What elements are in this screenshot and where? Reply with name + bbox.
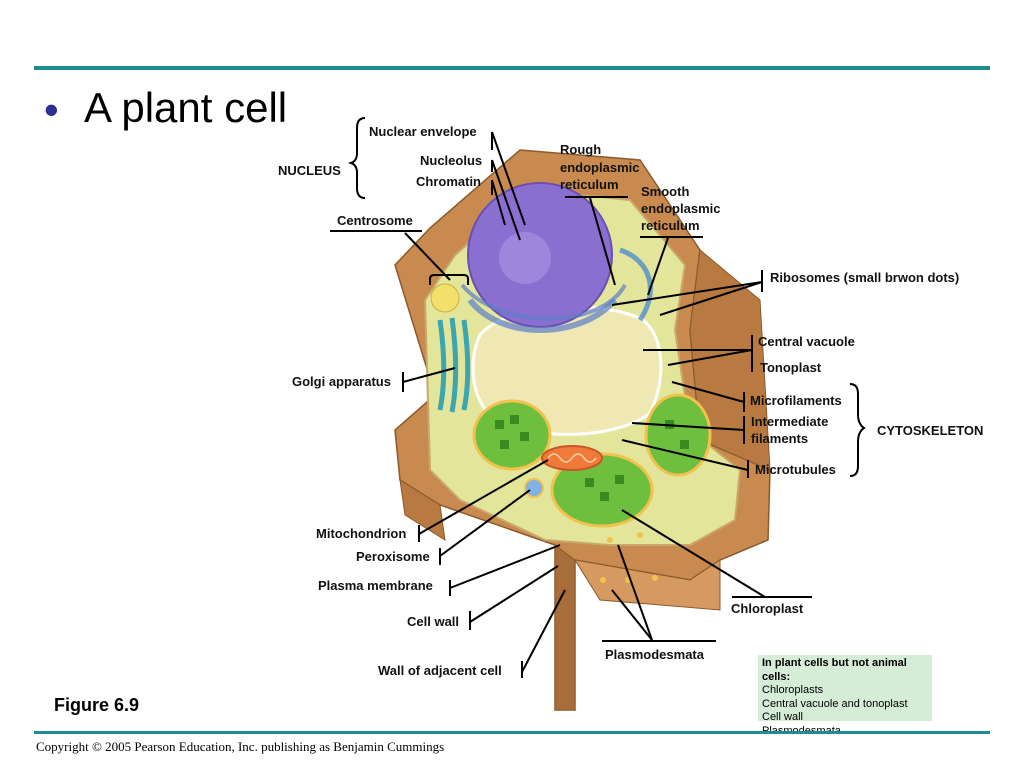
- plant-only-note: In plant cells but not animal cells: Chl…: [758, 655, 932, 737]
- peroxisome-shape: [524, 478, 544, 498]
- chloroplast-shape-left: [472, 399, 552, 471]
- note-item: Central vacuole and tonoplast: [762, 697, 908, 710]
- label-cytoskeleton: CYTOSKELETON: [877, 423, 983, 438]
- label-cell-wall: Cell wall: [407, 614, 459, 629]
- top-rule: [34, 66, 990, 70]
- note-title: In plant cells but not animal cells:: [762, 657, 907, 683]
- slide-title: A plant cell: [84, 84, 288, 131]
- label-central-vacuole: Central vacuole: [758, 334, 855, 349]
- label-rough-er-line1: Rough: [560, 142, 601, 157]
- label-chromatin: Chromatin: [416, 174, 481, 189]
- label-intermediate-line1: Intermediate: [751, 414, 828, 429]
- leader-lines: [330, 117, 866, 678]
- label-nucleolus: Nucleolus: [420, 153, 482, 168]
- note-item: Chloroplasts: [762, 684, 824, 696]
- label-centrosome: Centrosome: [337, 213, 413, 228]
- label-nucleus: NUCLEUS: [278, 163, 341, 178]
- label-tonoplast: Tonoplast: [760, 360, 822, 375]
- chloroplast-shape-right: [644, 393, 712, 477]
- figure-label: Figure 6.9: [54, 695, 140, 715]
- label-rough-er-line2: endoplasmic: [560, 160, 639, 175]
- label-microtubules: Microtubules: [755, 462, 836, 477]
- label-ribosomes: Ribosomes (small brwon dots): [770, 270, 959, 285]
- label-rough-er-line3: reticulum: [560, 177, 619, 192]
- chloroplast-shape-bottom: [550, 452, 654, 528]
- label-chloroplast: Chloroplast: [731, 601, 804, 616]
- label-smooth-er-line3: reticulum: [641, 218, 700, 233]
- bottom-rule: [34, 731, 990, 734]
- label-wall-of-adjacent-cell: Wall of adjacent cell: [378, 663, 502, 678]
- label-nuclear-envelope: Nuclear envelope: [369, 124, 477, 139]
- label-mitochondrion: Mitochondrion: [316, 526, 406, 541]
- label-plasma-membrane: Plasma membrane: [318, 578, 433, 593]
- label-peroxisome: Peroxisome: [356, 549, 430, 564]
- label-microfilaments: Microfilaments: [750, 393, 842, 408]
- label-smooth-er-line1: Smooth: [641, 184, 689, 199]
- title-bullet: •: [44, 86, 59, 133]
- label-golgi-apparatus: Golgi apparatus: [292, 374, 391, 389]
- note-item: Cell wall: [762, 711, 803, 723]
- copyright: Copyright © 2005 Pearson Education, Inc.…: [36, 739, 445, 754]
- label-smooth-er-line2: endoplasmic: [641, 201, 720, 216]
- golgi-shape: [437, 317, 471, 413]
- label-plasmodesmata: Plasmodesmata: [605, 647, 705, 662]
- label-intermediate-line2: filaments: [751, 431, 808, 446]
